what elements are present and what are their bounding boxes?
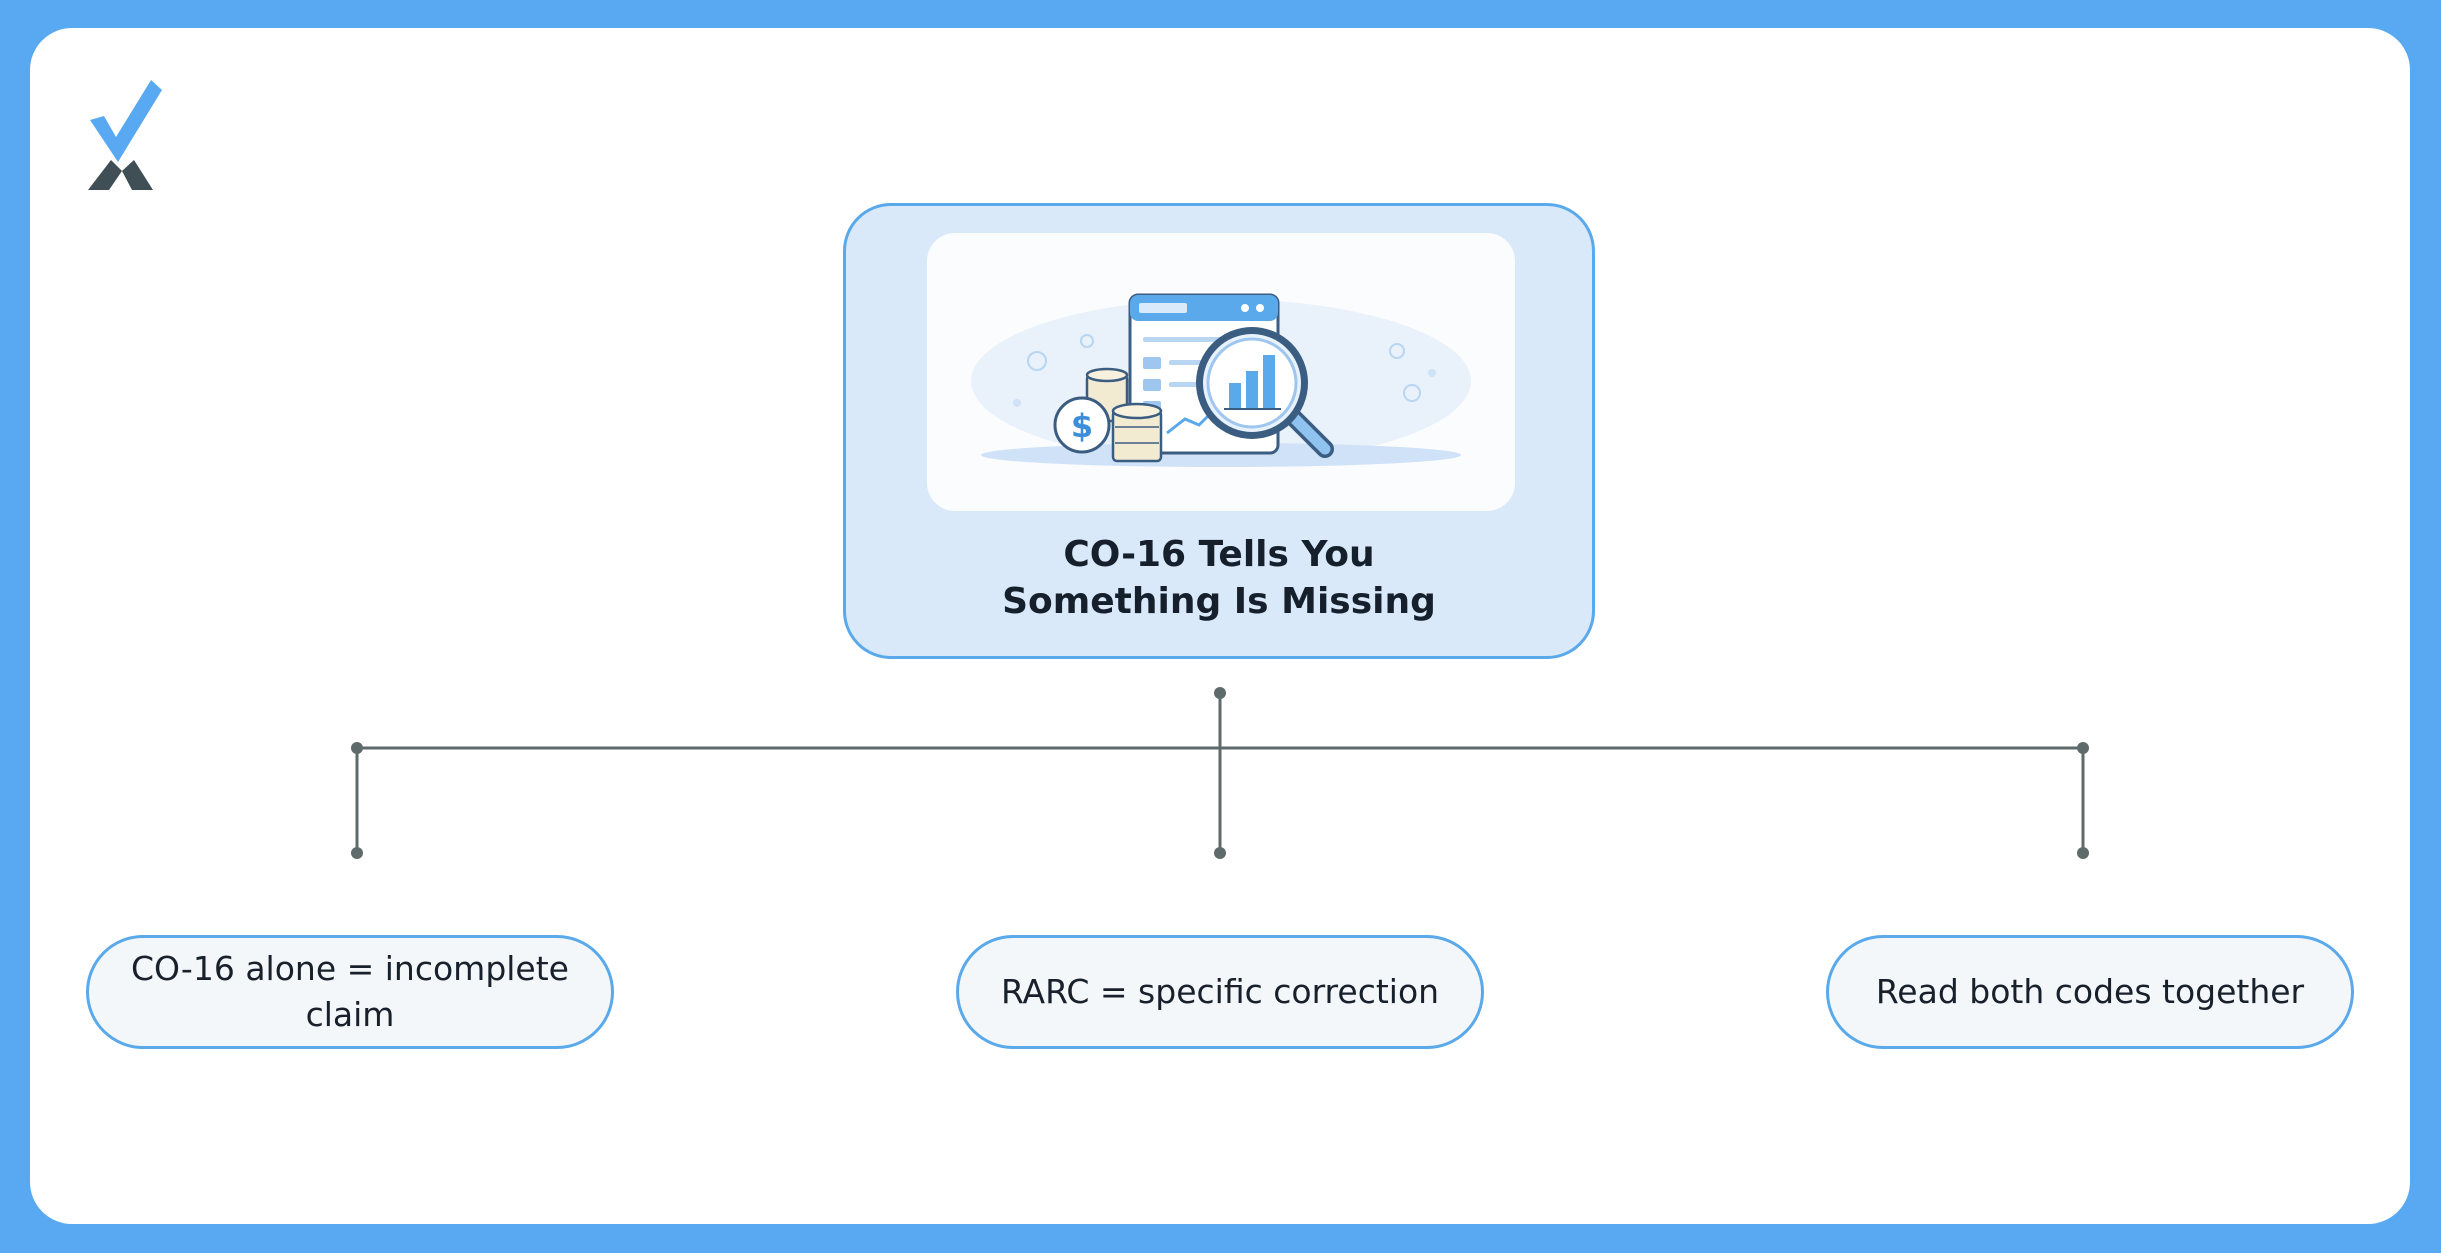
branch-node-read-both-codes: Read both codes together — [1826, 935, 2354, 1049]
root-node-title: CO-16 Tells You Something Is Missing — [866, 531, 1572, 625]
svg-text:$: $ — [1071, 407, 1093, 445]
checkmark-logo-icon — [90, 80, 162, 162]
root-title-line-2: Something Is Missing — [1002, 581, 1436, 622]
connector-dot — [1214, 847, 1226, 859]
connector-dot — [351, 847, 363, 859]
connector-lines — [351, 687, 2089, 859]
branch-node-rarc-correction: RARC = specific correction — [956, 935, 1484, 1049]
bar-chart-icon — [1224, 355, 1281, 410]
root-node-card: $ CO-16 Tells You Something — [843, 203, 1595, 659]
connector-dot — [1214, 687, 1226, 699]
connector-dot — [351, 742, 363, 754]
branch-node-incomplete-claim: CO-16 alone = incomplete claim — [86, 935, 614, 1049]
root-title-line-1: CO-16 Tells You — [1063, 534, 1375, 575]
dollar-icon: $ — [1053, 396, 1111, 454]
logo — [88, 80, 162, 190]
logo-base-icon — [88, 160, 153, 190]
root-illustration: $ — [927, 233, 1515, 511]
coins-icon — [1085, 367, 1163, 463]
connector-dot — [2077, 847, 2089, 859]
diagram-canvas: $ CO-16 Tells You Something — [30, 28, 2410, 1224]
connector-dot — [2077, 742, 2089, 754]
